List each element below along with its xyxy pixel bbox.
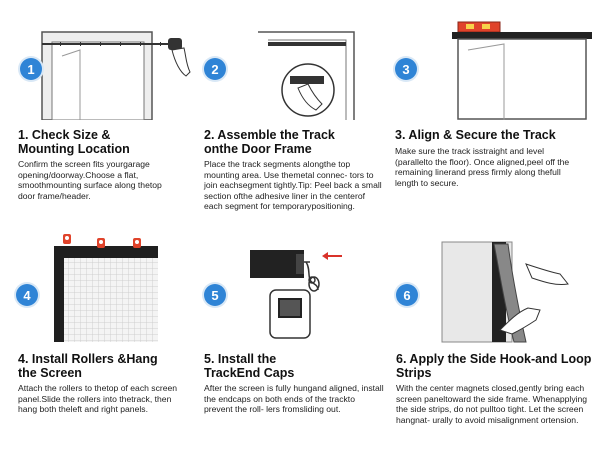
step-3-badge: 3 (395, 58, 417, 80)
step-4-number: 4 (23, 287, 31, 303)
step-1-illustration (40, 28, 200, 121)
step-5-badge: 5 (204, 284, 226, 306)
step-1-badge: 1 (20, 58, 42, 80)
step-3-body: Make sure the track isstraight and level… (395, 146, 570, 188)
step-2-body: Place the track segments alongthe top mo… (204, 159, 382, 212)
step-2-badge: 2 (204, 58, 226, 80)
step-6-badge: 6 (396, 284, 418, 306)
step-2-title: 2. Assemble the Track onthe Door Frame (204, 128, 335, 156)
step-1-body: Confirm the screen fits yourgarage openi… (18, 159, 162, 201)
step-1-number: 1 (27, 61, 35, 77)
step-2-number: 2 (211, 61, 219, 77)
step-4-body: Attach the rollers to thetop of each scr… (18, 383, 178, 415)
step-3-title: 3. Align & Secure the Track (395, 128, 556, 142)
step-4-title: 4. Install Rollers &Hang the Screen (18, 352, 158, 380)
step-5-illustration (248, 232, 348, 344)
step-6-illustration (440, 234, 590, 344)
step-6-title: 6. Apply the Side Hook-and Loop Strips (396, 352, 592, 380)
step-4-badge: 4 (16, 284, 38, 306)
step-3-illustration (444, 20, 594, 120)
step-1-title: 1. Check Size & Mounting Location (18, 128, 130, 156)
step-4-illustration (50, 232, 158, 342)
step-3-number: 3 (402, 61, 410, 77)
step-6-body: With the center magnets closed,gently br… (396, 383, 588, 425)
step-5-title: 5. Install the TrackEnd Caps (204, 352, 295, 380)
step-2-illustration (250, 28, 360, 120)
step-6-number: 6 (403, 287, 411, 303)
step-5-body: After the screen is fully hungand aligne… (204, 383, 384, 415)
step-5-number: 5 (211, 287, 219, 303)
